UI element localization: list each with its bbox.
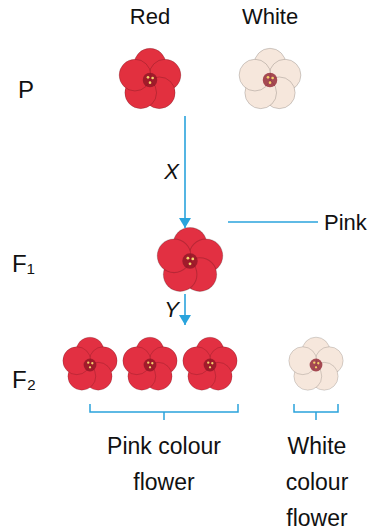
cross-arrow [179, 294, 191, 325]
flower-label: Pink colour flower [102, 428, 226, 500]
cross-label: Y [164, 297, 179, 323]
leader-line [228, 221, 318, 223]
flower-node: Red [112, 4, 188, 116]
flower-label: Red [112, 4, 188, 30]
flower-node: Pink colour flower [58, 325, 270, 525]
flower-node: White colour flower [280, 325, 354, 525]
cross-arrow [179, 116, 191, 228]
bracket [294, 404, 338, 420]
bracket [90, 404, 238, 420]
flower-label: White colour flower [280, 428, 354, 531]
flower-node: Pink [152, 228, 228, 294]
flower-label: Pink [324, 210, 374, 236]
generation-label: F₂ [12, 366, 52, 394]
flower-label: White [232, 4, 308, 30]
generation-label: P [18, 76, 48, 104]
flower-node: White [232, 4, 308, 116]
generation-label: F₁ [12, 250, 52, 278]
cross-label: X [164, 159, 179, 185]
